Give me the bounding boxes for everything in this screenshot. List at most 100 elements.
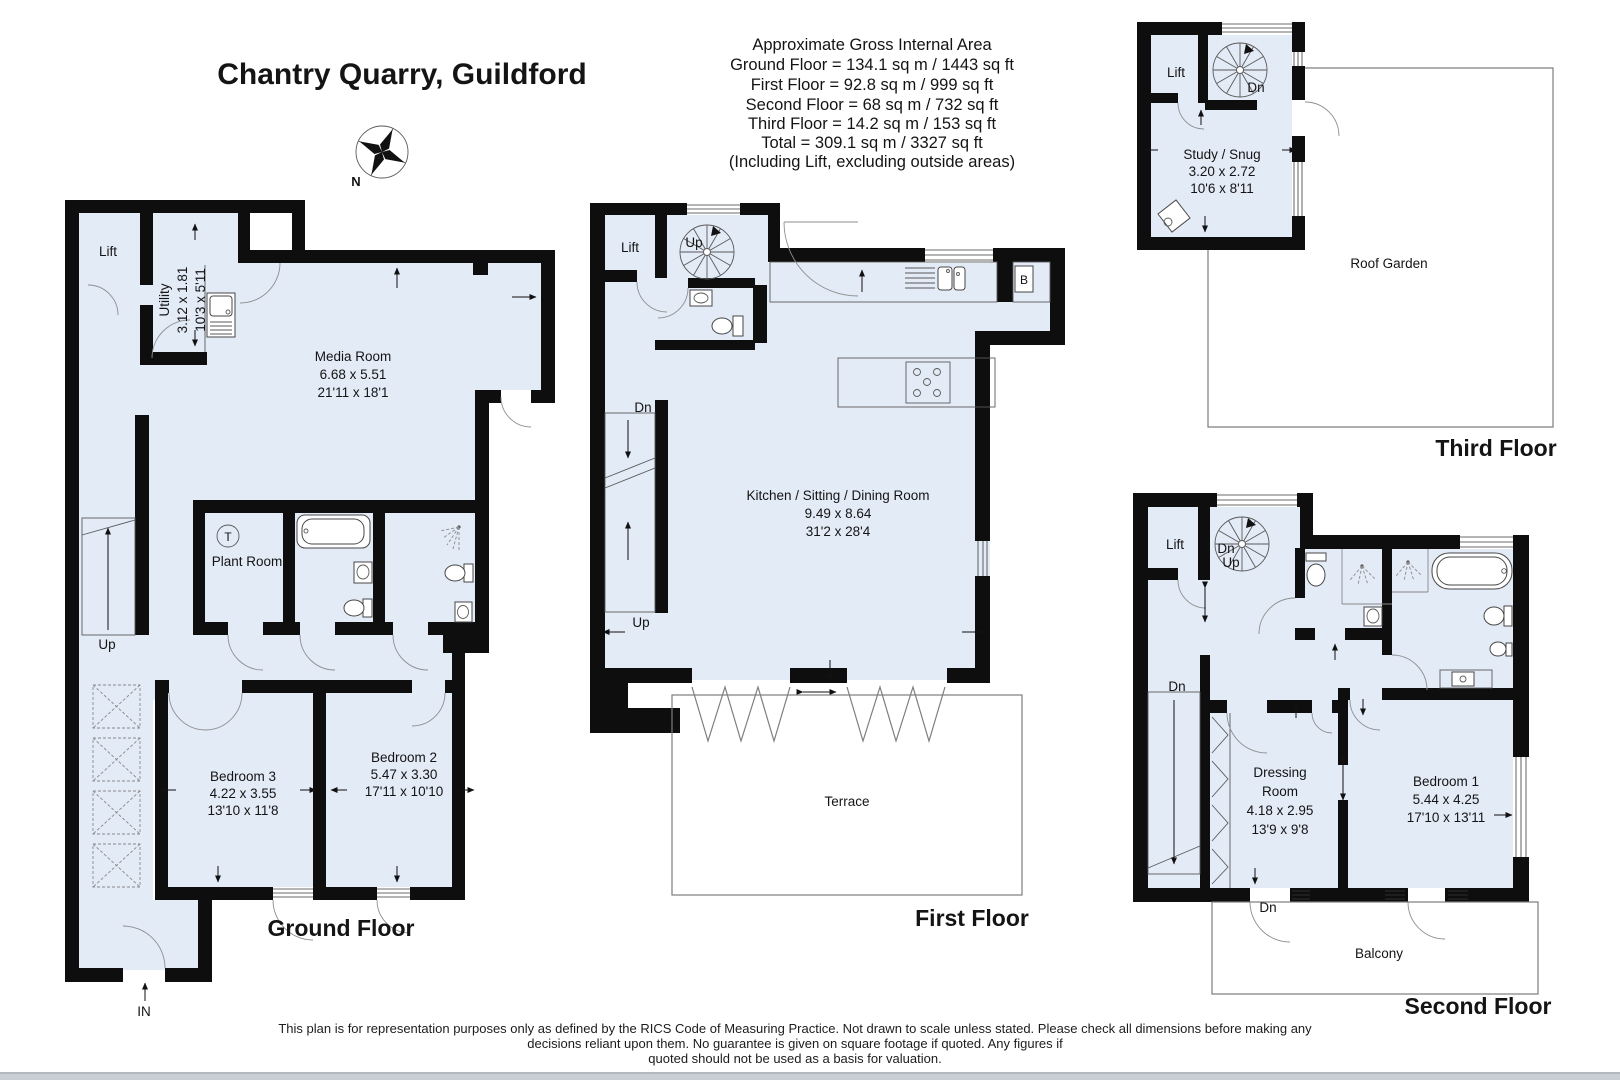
sf-bed1-imperial: 17'10 x 13'11: [1407, 810, 1485, 825]
svg-text:B: B: [1020, 273, 1028, 287]
sf-vanity-icon: [1439, 669, 1493, 689]
compass-icon: N: [351, 125, 409, 189]
sf-wc-basin-icon: [1363, 606, 1383, 627]
tank-icon: T: [216, 524, 240, 548]
sf-toilet-icon: [1483, 605, 1513, 627]
tf-study-imperial: 10'6 x 8'11: [1190, 181, 1253, 196]
sf-dn-label: Dn: [1168, 679, 1185, 694]
toilet-icon-gf1: [343, 598, 373, 618]
sf-balcony-label: Balcony: [1355, 946, 1403, 961]
ff-stairs: [604, 412, 656, 613]
bedroom2-window: [377, 888, 410, 898]
area-line-3: First Floor = 92.8 sq m / 999 sq ft: [751, 76, 994, 94]
ground-floor-plan: T: [65, 200, 555, 1019]
sf-balcony-dn-label: Dn: [1259, 900, 1276, 915]
sf-wc-shower-icon: [1341, 549, 1392, 605]
ff-terrace-outline: [671, 694, 1023, 896]
disclaimer-line-1: This plan is for representation purposes…: [278, 1021, 1312, 1036]
tf-desk-icon: [1157, 199, 1191, 233]
svg-text:T: T: [224, 530, 232, 544]
svg-text:10'3 x 5'11: 10'3 x 5'11: [193, 268, 208, 331]
gf-in-label: IN: [137, 1004, 151, 1019]
ground-floor-stairs: [81, 517, 136, 636]
toilet-icon-gf2: [444, 563, 474, 583]
ff-wc-toilet-icon: [711, 315, 744, 337]
sf-balcony-outline: [1211, 901, 1539, 995]
bedroom3-window: [273, 888, 313, 898]
gf-bed2-imperial: 17'11 x 10'10: [365, 784, 443, 799]
gf-media-imperial: 21'11 x 18'1: [318, 385, 389, 400]
sf-bed1-label: Bedroom 1: [1413, 774, 1479, 789]
ff-kitchen-counter: [769, 261, 1051, 303]
sf-dressing-label-2: Room: [1262, 784, 1298, 799]
ff-kitchen-label: Kitchen / Sitting / Dining Room: [746, 488, 929, 503]
basin-icon-gf1: [353, 561, 373, 584]
sf-spiral-up-label: Up: [1222, 555, 1239, 570]
sf-bidet-icon: [1489, 641, 1513, 657]
tf-study-metric: 3.20 x 2.72: [1189, 164, 1256, 179]
sf-lift-label: Lift: [1166, 537, 1184, 552]
sf-dressing-metric: 4.18 x 2.95: [1247, 803, 1314, 818]
sf-bath-shower-icon: [1392, 549, 1429, 593]
tf-window-right-1: [1293, 52, 1303, 66]
sf-window-top: [1217, 494, 1297, 506]
disclaimer-line-3: quoted should not be used as a basis for…: [648, 1051, 941, 1066]
gf-utility-label: Utility 3.12 x 1.81 10'3 x 5'11: [157, 267, 208, 334]
sf-bed1-metric: 5.44 x 4.25: [1413, 792, 1480, 807]
shower-icon-gf: [439, 525, 461, 550]
gf-media-label: Media Room: [315, 349, 392, 364]
tf-roof-garden-label: Roof Garden: [1350, 256, 1427, 271]
svg-text:Utility: Utility: [157, 283, 172, 316]
ff-window-kitchen: [925, 249, 993, 261]
bath-icon-gf: [296, 514, 371, 549]
ff-terrace-label: Terrace: [824, 794, 869, 809]
svg-text:3.12 x 1.81: 3.12 x 1.81: [175, 267, 190, 334]
ff-island-hob: [837, 357, 996, 408]
ff-wc-basin-icon: [689, 289, 713, 307]
sf-bath-icon: [1431, 552, 1513, 590]
tf-window-right-2: [1293, 162, 1303, 216]
utility-sink-icon: [204, 265, 236, 352]
tf-study-label: Study / Snug: [1183, 147, 1260, 162]
ff-spiral-up-label: Up: [685, 235, 702, 250]
ff-window-right: [977, 541, 988, 576]
sf-spiral-dn-label: Dn: [1217, 541, 1234, 556]
tf-window-top: [1222, 23, 1292, 33]
tf-roof-garden-outline: [1207, 67, 1554, 428]
area-line-5: Third Floor = 14.2 sq m / 153 sq ft: [748, 115, 996, 133]
page-title: Chantry Quarry, Guildford: [217, 58, 586, 91]
compass-north-label: N: [351, 174, 360, 189]
sf-window-bath: [1460, 536, 1513, 548]
first-floor-title: First Floor: [915, 905, 1029, 931]
ff-bifold-right: [846, 684, 946, 744]
sf-wc-toilet-icon: [1305, 552, 1327, 587]
area-line-7: (Including Lift, excluding outside areas…: [729, 153, 1015, 171]
gf-lift-label: Lift: [99, 244, 117, 259]
area-line-1: Approximate Gross Internal Area: [752, 36, 992, 54]
ff-boiler: B: [1014, 265, 1034, 293]
ff-kitchen-imperial: 31'2 x 28'4: [806, 524, 871, 539]
sf-dressing-imperial: 13'9 x 9'8: [1252, 822, 1309, 837]
first-floor-plan: B Lift Up Dn Up Kitchen / Sitting / Dini…: [590, 203, 1065, 931]
skylight-boxes: [92, 684, 141, 888]
gf-bed3-metric: 4.22 x 3.55: [210, 786, 277, 801]
tf-spiral-dn-label: Dn: [1247, 80, 1264, 95]
gf-up-label: Up: [98, 637, 115, 652]
second-floor-plan: Lift Dn Up Dn Dressing Room 4.18 x 2.95 …: [1133, 493, 1552, 1019]
ground-floor-title: Ground Floor: [268, 915, 415, 941]
gf-bed2-metric: 5.47 x 3.30: [371, 767, 438, 782]
disclaimer: This plan is for representation purposes…: [278, 1021, 1312, 1066]
gf-bed2-label: Bedroom 2: [371, 750, 437, 765]
sf-dressing-label-1: Dressing: [1253, 765, 1306, 780]
bottom-strip: [0, 1072, 1620, 1080]
sf-stairs: [1147, 691, 1201, 875]
sf-wardrobes: [1211, 713, 1231, 888]
area-summary: Approximate Gross Internal Area Ground F…: [729, 36, 1015, 171]
area-line-6: Total = 309.1 sq m / 3327 sq ft: [761, 134, 983, 152]
ff-window-top-left: [687, 204, 740, 214]
tf-lift-label: Lift: [1167, 65, 1185, 80]
ff-spiral-stair: [679, 224, 735, 280]
third-floor-plan: Lift Dn Study / Snug 3.20 x 2.72 10'6 x …: [1137, 22, 1557, 461]
sf-windows-bottom: [1292, 890, 1468, 900]
